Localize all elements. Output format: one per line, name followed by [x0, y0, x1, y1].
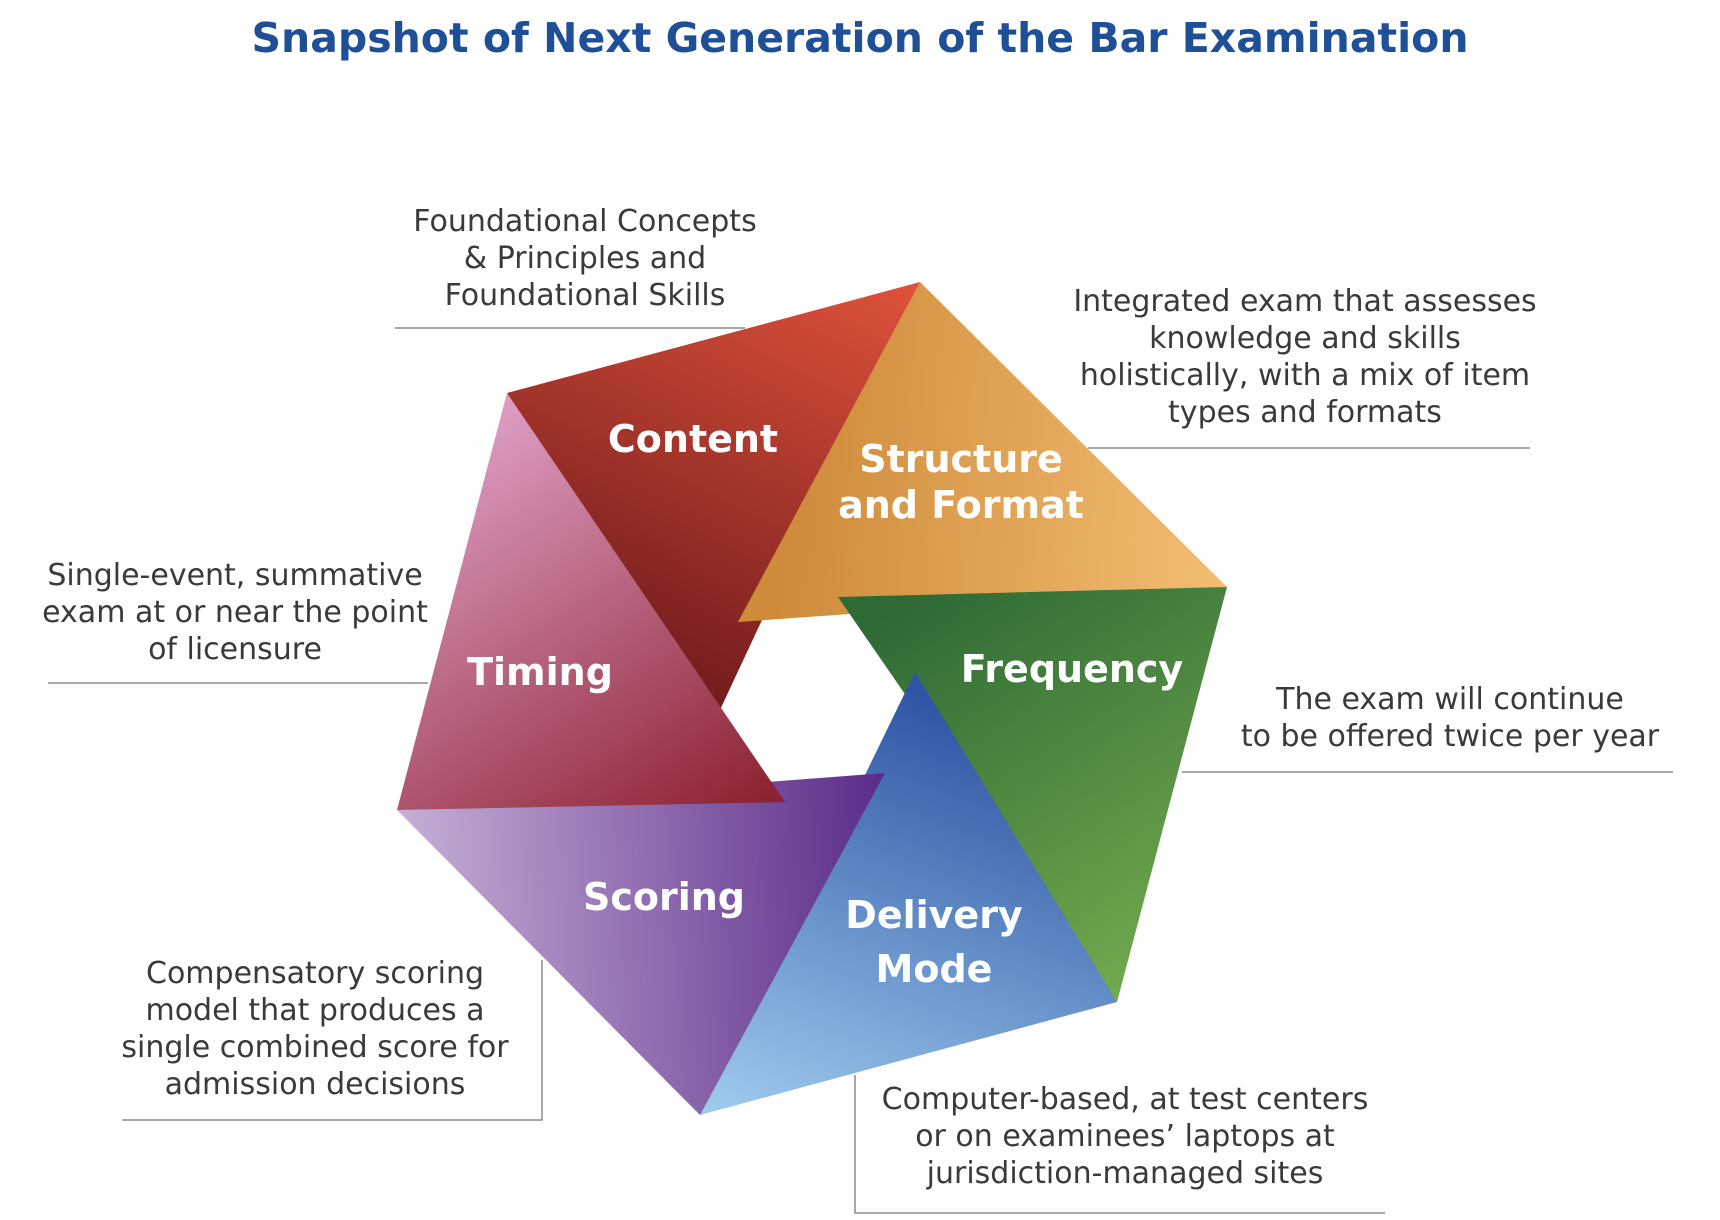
- timing-segment: [397, 393, 785, 810]
- structure-description-line: types and formats: [1168, 395, 1442, 430]
- frequency-description-line: to be offered twice per year: [1240, 719, 1660, 754]
- scoring-segment: [397, 773, 885, 1115]
- timing-description-line: exam at or near the point: [42, 595, 428, 630]
- scoring-label: Scoring: [583, 875, 745, 919]
- scoring-description-line: single combined score for: [121, 1030, 509, 1065]
- scoring-leader-line: [122, 960, 543, 1121]
- delivery-description-line: jurisdiction-managed sites: [926, 1156, 1324, 1191]
- delivery-description: Computer-based, at test centers or on ex…: [865, 1081, 1385, 1192]
- content-description-line: Foundational Concepts: [413, 204, 757, 239]
- delivery-label-line-2: Mode: [876, 947, 993, 991]
- frequency-description-line: The exam will continue: [1276, 682, 1624, 717]
- timing-description-line: of licensure: [148, 632, 322, 667]
- frequency-segment: [838, 587, 1227, 1002]
- leader-lines: [48, 327, 1673, 1214]
- structure-description-line: holistically, with a mix of item: [1079, 358, 1531, 393]
- content-description-line: & Principles and: [463, 241, 707, 276]
- delivery-label-line-1: Delivery: [845, 893, 1023, 937]
- timing-description: Single-event, summative exam at or near …: [30, 557, 440, 668]
- structure-label-line-1: Structure: [859, 437, 1063, 481]
- scoring-description-line: Compensatory scoring: [146, 956, 484, 991]
- delivery-leader-line: [854, 1075, 1385, 1214]
- content-segment: [507, 282, 920, 727]
- structure-label-line-2: and Format: [838, 483, 1084, 527]
- frequency-description: The exam will continue to be offered twi…: [1220, 681, 1680, 755]
- scoring-description: Compensatory scoring model that produces…: [95, 955, 535, 1103]
- structure-description-line: knowledge and skills: [1149, 321, 1461, 356]
- structure-description-line: Integrated exam that assesses: [1073, 284, 1537, 319]
- timing-label: Timing: [467, 650, 613, 694]
- delivery-description-line: Computer-based, at test centers: [881, 1082, 1369, 1117]
- scoring-description-line: model that produces a: [145, 993, 485, 1028]
- page-title: Snapshot of Next Generation of the Bar E…: [251, 14, 1469, 62]
- content-description: Foundational Concepts & Principles and F…: [395, 203, 775, 314]
- scoring-description-line: admission decisions: [164, 1067, 466, 1102]
- delivery-segment: [700, 672, 1117, 1115]
- frequency-label: Frequency: [961, 647, 1184, 691]
- content-label: Content: [608, 417, 778, 461]
- structure-description: Integrated exam that assesses knowledge …: [1060, 283, 1550, 431]
- timing-description-line: Single-event, summative: [47, 558, 423, 593]
- structure-segment: [738, 282, 1227, 622]
- delivery-description-line: or on examinees’ laptops at: [915, 1119, 1335, 1154]
- content-description-line: Foundational Skills: [444, 278, 726, 313]
